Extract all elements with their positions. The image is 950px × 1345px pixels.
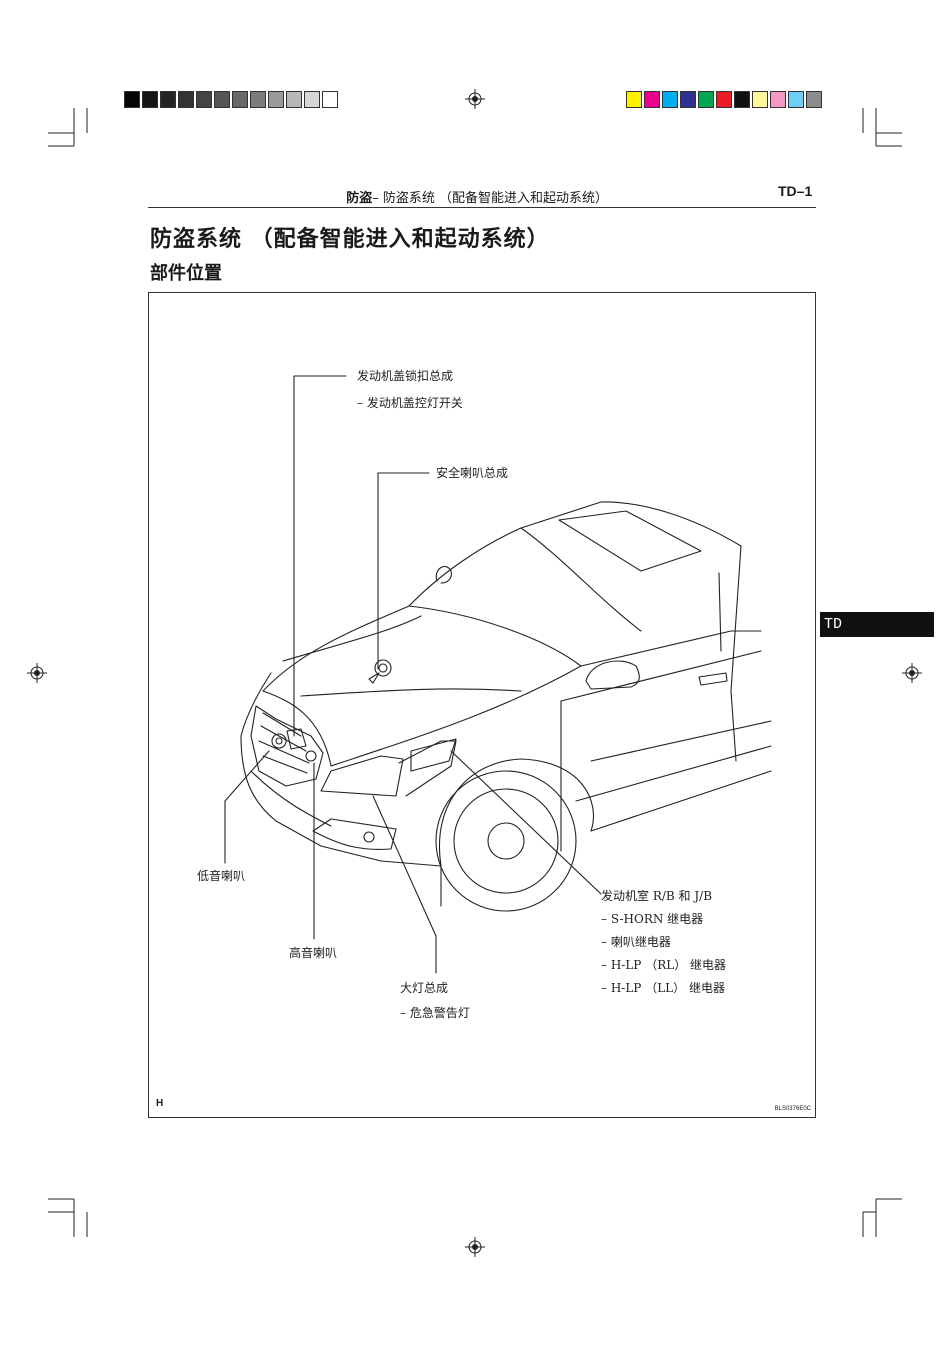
running-header: 防盗– 防盗系统 （配备智能进入和起动系统） (148, 187, 608, 206)
section-tab: TD (820, 612, 934, 637)
color-swatch-7 (734, 91, 750, 108)
label-hlp-ll-relay: – H-LP （LL） 继电器 (601, 981, 725, 995)
label-security-horn: 安全喇叭总成 (436, 466, 509, 480)
label-engine-room-rb: 发动机室 R/B 和 J/B (601, 889, 713, 903)
color-swatch-2 (644, 91, 660, 108)
cmyk-color-bar (626, 91, 824, 108)
page-title: 防盗系统 （配备智能进入和起动系统） (150, 227, 550, 252)
gray-swatch-6 (214, 91, 230, 108)
gray-swatch-7 (232, 91, 248, 108)
figure-code: BLS0376E0C (774, 1106, 811, 1112)
label-hood-lock: 发动机盖锁扣总成 (357, 369, 454, 383)
color-swatch-3 (662, 91, 678, 108)
gray-swatch-9 (268, 91, 284, 108)
color-swatch-5 (698, 91, 714, 108)
target-mark-bottom (465, 1237, 485, 1257)
component-location-figure: 发动机盖锁扣总成 – 发动机盖控灯开关 安全喇叭总成 低音喇叭 高音喇叭 大灯总… (148, 292, 816, 1118)
target-mark-left (27, 663, 47, 683)
color-swatch-9 (770, 91, 786, 108)
gray-swatch-2 (142, 91, 158, 108)
figure-corner-mark: H (156, 1098, 164, 1109)
header-section-bold: 防盗 (346, 191, 373, 206)
label-hood-lock-sub: – 发动机盖控灯开关 (357, 396, 463, 410)
header-section-title: 防盗系统 （配备智能进入和起动系统） (382, 191, 608, 206)
header-separator: – (372, 191, 383, 206)
target-mark-top (465, 89, 485, 109)
color-swatch-4 (680, 91, 696, 108)
color-swatch-1 (626, 91, 642, 108)
label-horn-relay: – 喇叭继电器 (601, 935, 671, 949)
header-rule (148, 207, 816, 208)
gray-color-bar (124, 91, 340, 108)
label-low-horn: 低音喇叭 (197, 869, 246, 883)
label-headlight-sub: – 危急警告灯 (400, 1006, 470, 1020)
label-headlight: 大灯总成 (400, 981, 449, 995)
color-swatch-10 (788, 91, 804, 108)
gray-swatch-3 (160, 91, 176, 108)
gray-swatch-10 (286, 91, 302, 108)
gray-swatch-8 (250, 91, 266, 108)
gray-swatch-5 (196, 91, 212, 108)
section-title: 部件位置 (150, 263, 222, 284)
gray-swatch-11 (304, 91, 320, 108)
color-swatch-6 (716, 91, 732, 108)
target-mark-right (902, 663, 922, 683)
label-high-horn: 高音喇叭 (289, 946, 338, 960)
label-s-horn-relay: – S-HORN 继电器 (601, 912, 704, 926)
gray-swatch-1 (124, 91, 140, 108)
color-swatch-11 (806, 91, 822, 108)
gray-swatch-12 (322, 91, 338, 108)
car-illustration (224, 375, 772, 974)
label-hlp-rl-relay: – H-LP （RL） 继电器 (601, 958, 727, 972)
gray-swatch-4 (178, 91, 194, 108)
page-number: TD–1 (778, 183, 813, 199)
color-swatch-8 (752, 91, 768, 108)
